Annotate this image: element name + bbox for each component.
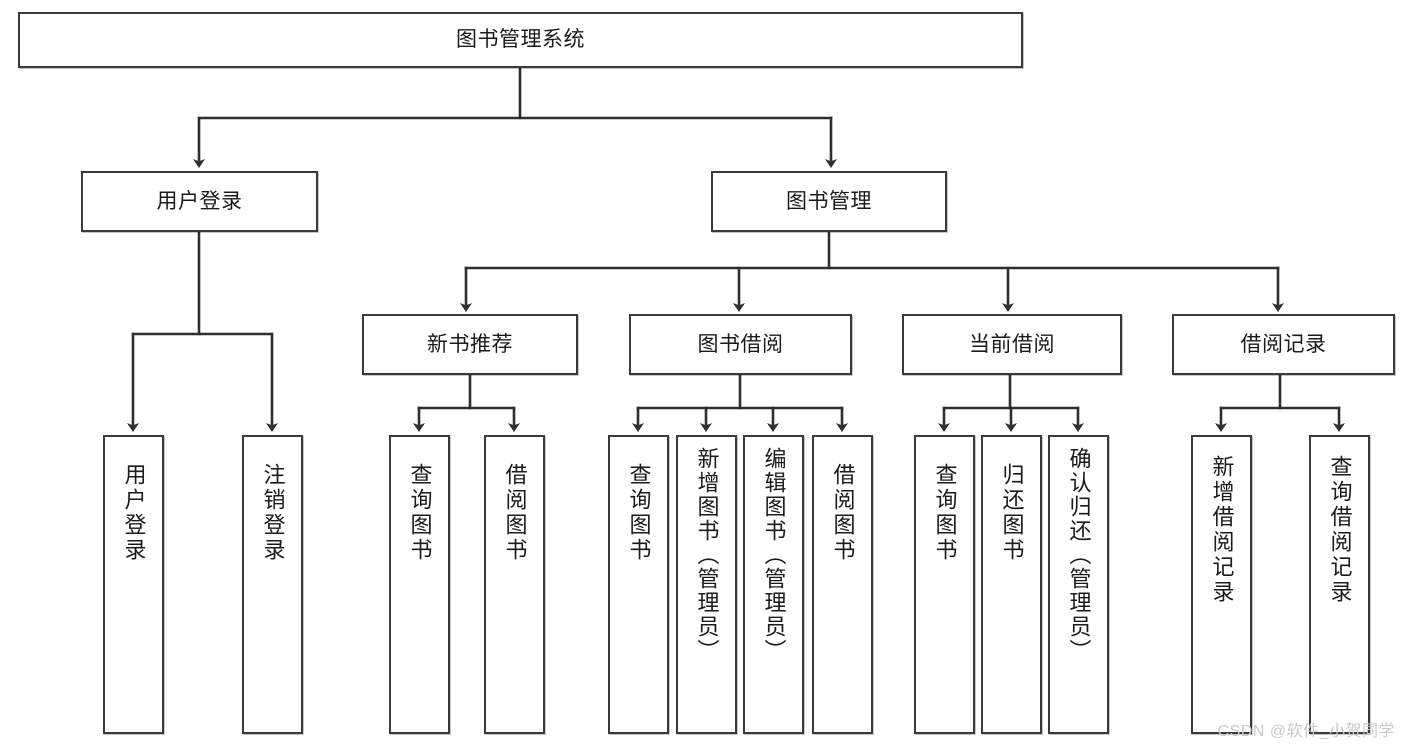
node-current-borrow[interactable]: 当前借阅: [902, 314, 1122, 375]
node-root-system[interactable]: 图书管理系统: [18, 12, 1023, 68]
node-label-book-borrow: 图书借阅: [697, 332, 784, 356]
node-label-current-borrow: 当前借阅: [969, 332, 1055, 356]
node-new-book-recommend[interactable]: 新书推荐: [362, 314, 578, 375]
node-label-leaf-currentborrow-query: 查询图书: [932, 463, 958, 563]
node-label-leaf-user-login-signout: 注销登录: [260, 463, 286, 563]
node-book-management[interactable]: 图书管理: [711, 171, 947, 232]
node-leaf-currentborrow-confirm[interactable]: 确认归还（管理员）: [1048, 435, 1109, 734]
node-leaf-currentborrow-return[interactable]: 归还图书: [981, 435, 1042, 734]
node-label-leaf-newbook-query: 查询图书: [407, 463, 433, 563]
node-leaf-newbook-query[interactable]: 查询图书: [389, 435, 450, 734]
node-borrow-record[interactable]: 借阅记录: [1172, 314, 1395, 375]
node-label-leaf-bookborrow-borrow: 借阅图书: [830, 463, 856, 563]
node-label-leaf-newbook-borrow: 借阅图书: [502, 463, 528, 563]
node-label-leaf-user-login-signin: 用户登录: [121, 463, 147, 563]
node-label-leaf-currentborrow-confirm: 确认归还（管理员）: [1066, 447, 1092, 663]
node-leaf-newbook-borrow[interactable]: 借阅图书: [484, 435, 545, 734]
node-label-leaf-bookborrow-add: 新增图书（管理员）: [694, 447, 720, 663]
node-label-leaf-borrowrecord-query: 查询借阅记录: [1327, 455, 1353, 605]
node-user-login[interactable]: 用户登录: [81, 171, 318, 232]
node-label-leaf-bookborrow-query: 查询图书: [626, 463, 652, 563]
node-label-root: 图书管理系统: [456, 28, 585, 52]
node-leaf-user-login-signin[interactable]: 用户登录: [103, 435, 164, 734]
node-label-borrow-record: 借阅记录: [1240, 332, 1327, 356]
node-leaf-bookborrow-add[interactable]: 新增图书（管理员）: [676, 435, 737, 734]
node-leaf-currentborrow-query[interactable]: 查询图书: [914, 435, 975, 734]
node-label-user-login: 用户登录: [156, 189, 243, 213]
node-leaf-bookborrow-edit[interactable]: 编辑图书（管理员）: [743, 435, 804, 734]
node-leaf-bookborrow-borrow[interactable]: 借阅图书: [812, 435, 873, 734]
node-label-leaf-currentborrow-return: 归还图书: [999, 463, 1025, 563]
node-label-book-management: 图书管理: [786, 189, 872, 213]
node-leaf-user-login-signout[interactable]: 注销登录: [242, 435, 303, 734]
node-label-leaf-borrowrecord-add: 新增借阅记录: [1209, 455, 1235, 605]
node-leaf-borrowrecord-add[interactable]: 新增借阅记录: [1191, 435, 1252, 734]
node-book-borrow[interactable]: 图书借阅: [629, 314, 852, 375]
node-leaf-borrowrecord-query[interactable]: 查询借阅记录: [1309, 435, 1370, 734]
node-label-leaf-bookborrow-edit: 编辑图书（管理员）: [761, 447, 787, 663]
node-label-new-book-recommend: 新书推荐: [427, 332, 513, 356]
node-leaf-bookborrow-query[interactable]: 查询图书: [608, 435, 669, 734]
